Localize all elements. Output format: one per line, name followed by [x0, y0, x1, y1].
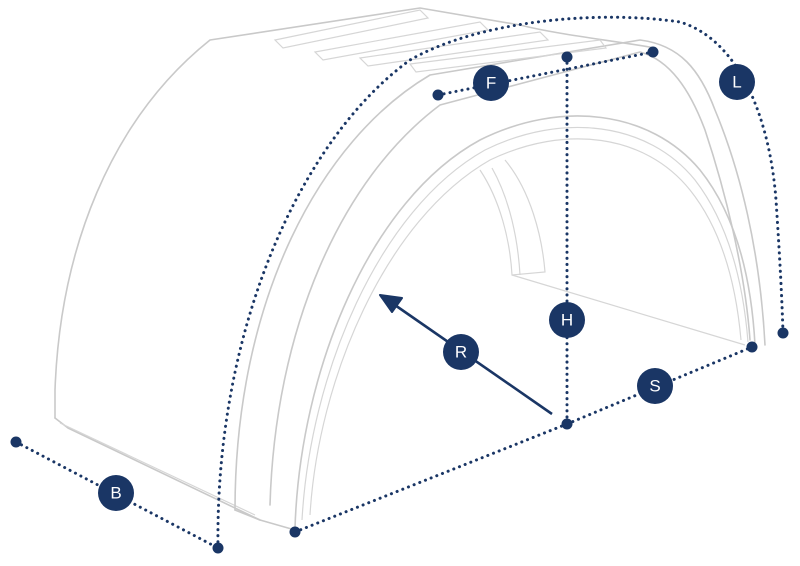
badge-r-label: R: [455, 343, 467, 362]
endpoint-dot: [647, 46, 659, 58]
badge-f: F: [473, 65, 509, 101]
endpoint-dot: [561, 51, 573, 63]
endpoint-dot: [289, 526, 301, 538]
badge-l: L: [719, 64, 755, 100]
endpoint-dot: [212, 542, 224, 554]
badge-h: H: [549, 302, 585, 338]
endpoint-dot: [777, 327, 789, 339]
base-width-dimension-line: [14, 440, 220, 550]
badge-h-label: H: [561, 311, 573, 330]
endpoint-dot: [10, 436, 22, 448]
badge-r: R: [443, 334, 479, 370]
badge-b-label: B: [110, 484, 121, 503]
badge-s: S: [637, 368, 673, 404]
span-dimension-line: [293, 345, 754, 534]
fender-outline: [54, 7, 766, 531]
length-dimension-line: [216, 15, 785, 550]
endpoint-dot: [432, 89, 444, 101]
top-width-dimension-line: [436, 50, 655, 97]
endpoint-dot: [561, 418, 573, 430]
badge-f-label: F: [486, 74, 496, 93]
badge-l-label: L: [732, 73, 741, 92]
badge-b: B: [98, 475, 134, 511]
endpoint-dot: [746, 341, 758, 353]
dimension-endpoints: [10, 46, 789, 554]
badge-s-label: S: [649, 377, 660, 396]
